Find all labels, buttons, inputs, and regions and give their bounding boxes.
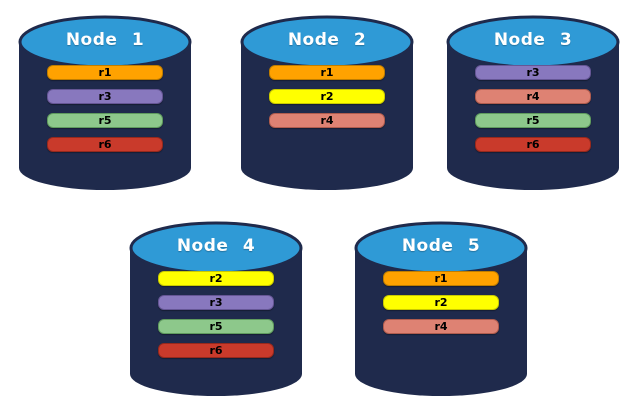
node-label: Node 5 bbox=[401, 236, 481, 256]
replica-label: r5 bbox=[526, 114, 540, 127]
replica-bar: r3 bbox=[475, 65, 591, 80]
replica-bar: r2 bbox=[383, 295, 499, 310]
replica-label: r5 bbox=[209, 320, 223, 333]
replica-list: r1 r3 r5 r6 bbox=[47, 65, 163, 161]
replica-bar: r4 bbox=[383, 319, 499, 334]
replica-list: r1 r2 r4 bbox=[383, 271, 499, 343]
replica-label: r4 bbox=[526, 90, 540, 103]
node-label: Node 2 bbox=[287, 30, 367, 50]
replica-bar: r1 bbox=[47, 65, 163, 80]
replica-label: r1 bbox=[434, 272, 448, 285]
replica-bar: r1 bbox=[383, 271, 499, 286]
replica-bar: r5 bbox=[158, 319, 274, 334]
replica-label: r3 bbox=[526, 66, 540, 79]
replica-label: r1 bbox=[320, 66, 334, 79]
replica-bar: r5 bbox=[475, 113, 591, 128]
replica-label: r4 bbox=[434, 320, 448, 333]
node-cylinder: Node 2 r1 r2 r4 bbox=[232, 8, 422, 194]
replica-bar: r2 bbox=[158, 271, 274, 286]
replica-bar: r6 bbox=[475, 137, 591, 152]
replica-bar: r2 bbox=[269, 89, 385, 104]
node-cylinder: Node 3 r3 r4 r5 r6 bbox=[438, 8, 628, 194]
replica-label: r3 bbox=[209, 296, 223, 309]
replica-bar: r4 bbox=[269, 113, 385, 128]
replica-bar: r4 bbox=[475, 89, 591, 104]
node-label: Node 4 bbox=[176, 236, 256, 256]
replica-bar: r3 bbox=[158, 295, 274, 310]
replica-label: r6 bbox=[526, 138, 540, 151]
replica-label: r2 bbox=[434, 296, 448, 309]
replica-bar: r6 bbox=[158, 343, 274, 358]
replica-label: r6 bbox=[98, 138, 112, 151]
replica-label: r6 bbox=[209, 344, 223, 357]
replica-list: r2 r3 r5 r6 bbox=[158, 271, 274, 367]
node-cylinder: Node 1 r1 r3 r5 r6 bbox=[10, 8, 200, 194]
replica-label: r5 bbox=[98, 114, 112, 127]
replica-label: r4 bbox=[320, 114, 334, 127]
replica-bar: r6 bbox=[47, 137, 163, 152]
replica-bar: r1 bbox=[269, 65, 385, 80]
replica-label: r2 bbox=[209, 272, 223, 285]
replica-label: r2 bbox=[320, 90, 334, 103]
node-cylinder: Node 5 r1 r2 r4 bbox=[346, 214, 536, 400]
replica-bar: r5 bbox=[47, 113, 163, 128]
replica-list: r1 r2 r4 bbox=[269, 65, 385, 137]
replica-label: r1 bbox=[98, 66, 112, 79]
replica-label: r3 bbox=[98, 90, 112, 103]
replica-list: r3 r4 r5 r6 bbox=[475, 65, 591, 161]
node-label: Node 1 bbox=[65, 30, 145, 50]
node-cylinder: Node 4 r2 r3 r5 r6 bbox=[121, 214, 311, 400]
node-label: Node 3 bbox=[493, 30, 573, 50]
replica-bar: r3 bbox=[47, 89, 163, 104]
